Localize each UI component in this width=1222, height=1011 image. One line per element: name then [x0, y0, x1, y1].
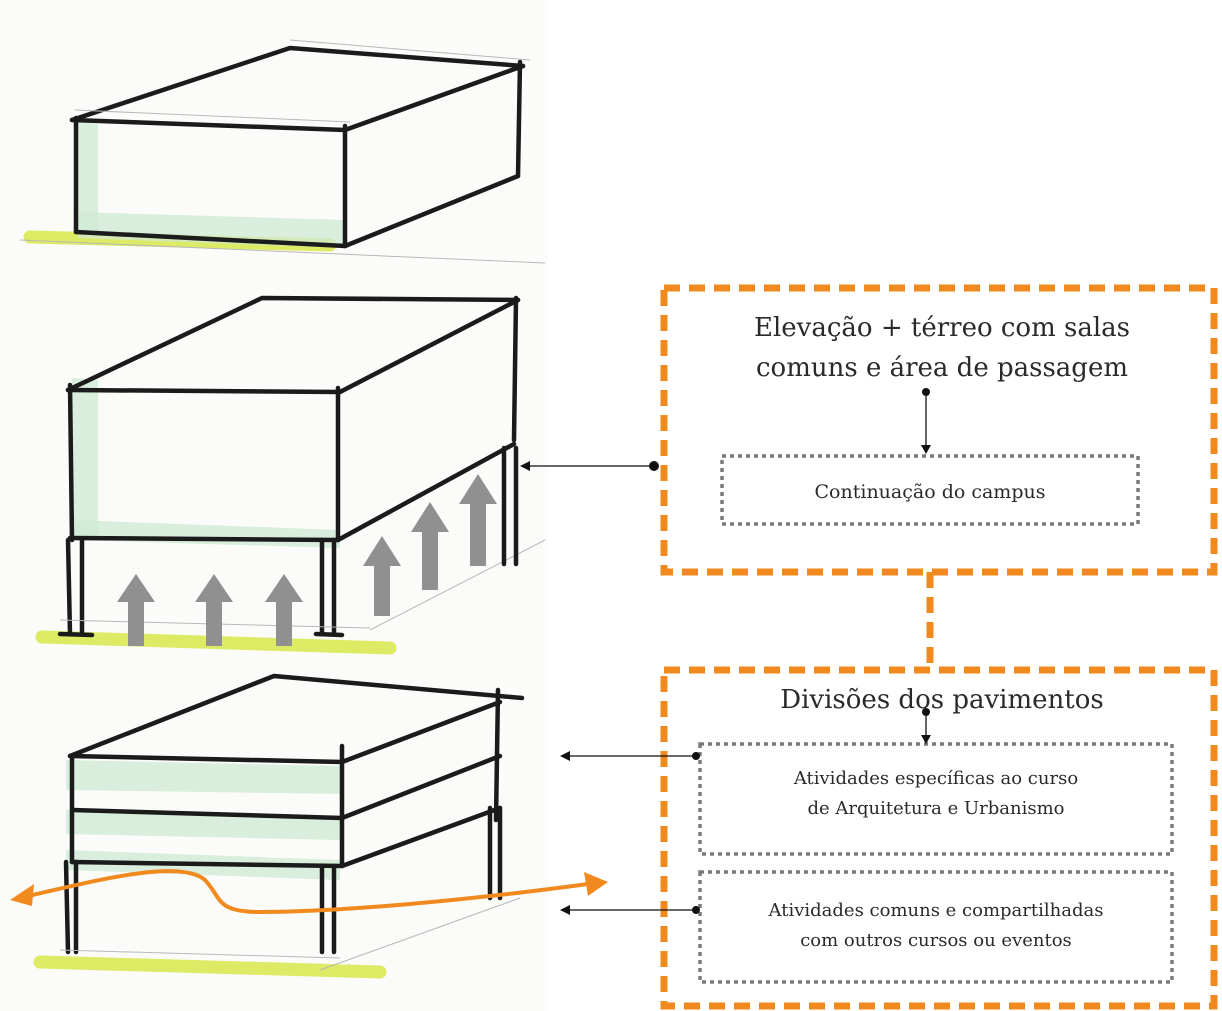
ground-highlight — [33, 955, 387, 979]
left-pointer-arrow-icon — [560, 905, 700, 915]
up-arrow-icon — [265, 574, 303, 646]
label-floor-divisions-title: Divisões dos pavimentos — [668, 684, 1216, 716]
box-campus-continuation — [720, 454, 1140, 526]
up-arrow-icon — [411, 502, 449, 590]
up-arrow-icon — [363, 536, 401, 616]
box-shared-activities — [698, 870, 1174, 984]
up-arrow-icon — [195, 574, 233, 646]
label-floor-divisions-text: Divisões dos pavimentos — [780, 685, 1104, 715]
label-elevation-title: Elevação + térreo com salas comuns e áre… — [668, 308, 1216, 388]
label-shared-activities: Atividades comuns e compartilhadas com o… — [700, 896, 1172, 956]
left-pointer-arrow-icon — [520, 461, 659, 471]
sketch-building-ground-level — [19, 39, 546, 264]
sketch-building-floors — [33, 673, 525, 979]
up-arrow-icon — [117, 574, 155, 646]
label-elevation-title-line2: comuns e área de passagem — [755, 353, 1128, 383]
lift-arrows — [117, 474, 497, 646]
connector-title-to-campus — [921, 388, 931, 454]
double-headed-curved-arrow-icon — [10, 869, 608, 915]
glass-wash — [72, 520, 340, 548]
label-elevation-title-line1: Elevação + térreo com salas — [753, 313, 1131, 343]
glass-wash — [72, 378, 98, 540]
label-campus-continuation-text: Continuação do campus — [814, 481, 1046, 503]
label-shared-activities-line1: Atividades comuns e compartilhadas — [768, 900, 1104, 921]
label-shared-activities-line2: com outros cursos ou eventos — [800, 930, 1072, 951]
label-specific-activities-line2: de Arquitetura e Urbanismo — [807, 798, 1065, 819]
sketch-building-elevated — [35, 295, 546, 655]
label-specific-activities: Atividades específicas ao curso de Arqui… — [700, 764, 1172, 824]
frame-floor-divisions — [660, 666, 1218, 1010]
label-campus-continuation: Continuação do campus — [722, 478, 1138, 506]
up-arrow-icon — [459, 474, 497, 566]
glass-wash — [66, 760, 340, 794]
left-pointer-arrow-icon — [560, 751, 700, 761]
glass-wash — [78, 212, 345, 248]
box-specific-activities — [698, 742, 1174, 856]
connector-title-to-activities — [921, 708, 931, 744]
frame-elevation — [660, 284, 1218, 576]
glass-wash — [78, 122, 98, 232]
label-specific-activities-line1: Atividades específicas ao curso — [793, 768, 1079, 789]
